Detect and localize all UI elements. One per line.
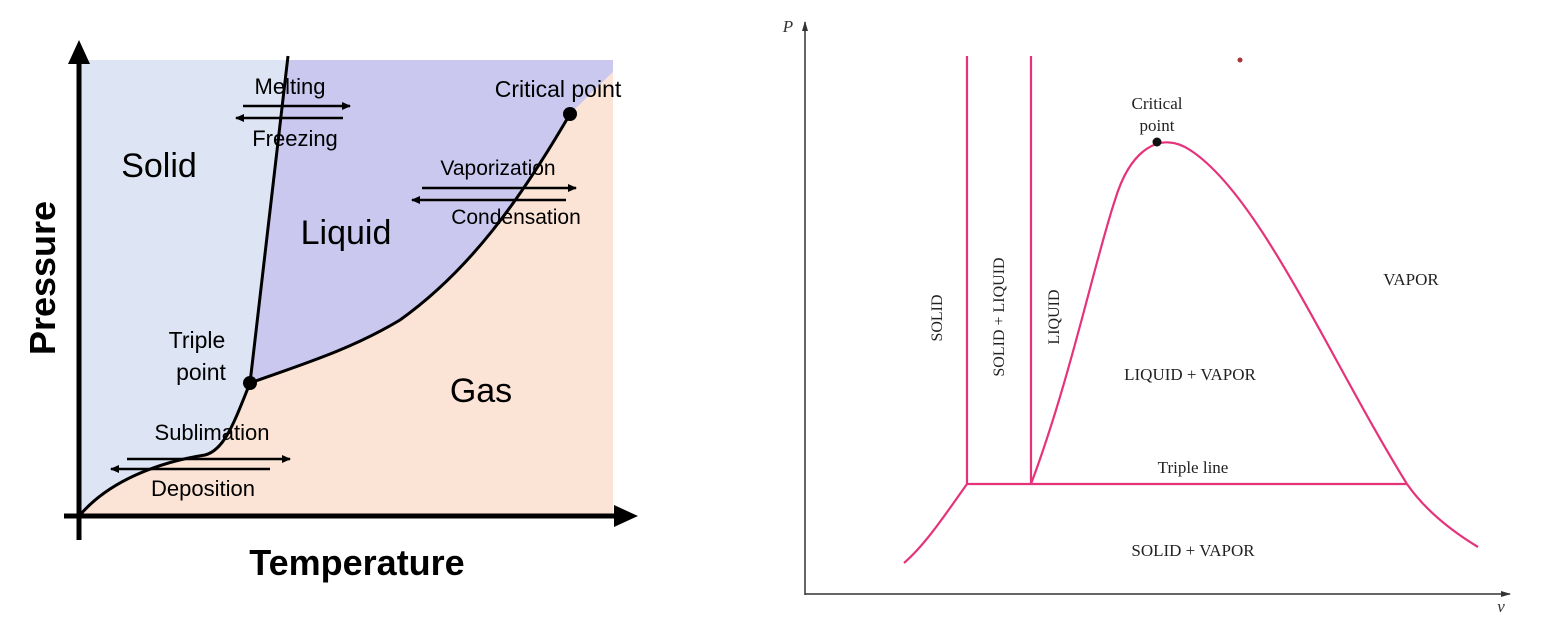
v-axis-label: v [1497, 597, 1505, 616]
region-liquid-label: Liquid [301, 214, 392, 252]
melting-curve [248, 55, 290, 384]
region-solid [80, 60, 287, 515]
triple-point-label-line2: point [176, 359, 226, 385]
pv-triple-line-label: Triple line [1158, 458, 1229, 477]
pressure-axis-arrowhead [68, 40, 90, 64]
triple-point-dot [243, 376, 257, 390]
pv-solid-vapor-label: SOLID + VAPOR [1131, 541, 1255, 560]
temperature-axis-arrowhead [614, 505, 638, 527]
region-solid-label: Solid [121, 147, 197, 185]
sublimation-label: Sublimation [155, 420, 270, 445]
critical-point-dot [563, 107, 577, 121]
critical-point-label: Critical point [495, 76, 622, 102]
pv-phase-diagram: P v Critical point SOLID SOLID + LIQUID … [782, 17, 1511, 616]
vapor-right-curve [1406, 483, 1479, 548]
pv-critical-label-line2: point [1140, 116, 1175, 135]
sublimation-curve [78, 382, 252, 516]
region-liquid [250, 60, 613, 383]
saturation-dome-curve [1029, 141, 1408, 485]
sublimation-left-curve [903, 483, 968, 564]
p-axis-label: P [782, 17, 793, 36]
vaporization-curve [249, 113, 572, 385]
pv-liquid-vapor-label: LIQUID + VAPOR [1124, 365, 1256, 384]
pv-vapor-label: VAPOR [1383, 270, 1439, 289]
region-gas-label: Gas [450, 372, 512, 410]
deposition-label: Deposition [151, 476, 255, 501]
temperature-axis-label: Temperature [249, 542, 464, 583]
condensation-label: Condensation [451, 206, 581, 229]
pv-solid-liquid-label: SOLID + LIQUID [991, 257, 1008, 376]
freezing-label: Freezing [252, 126, 338, 151]
pv-critical-label-line1: Critical [1132, 94, 1183, 113]
region-gas [80, 72, 613, 515]
pressure-axis-label: Pressure [22, 201, 63, 355]
stray-dot-mark [1237, 57, 1243, 63]
pv-solid-label: SOLID [929, 294, 946, 341]
pv-liquid-label: LIQUID [1046, 289, 1063, 344]
pt-phase-diagram: Pressure Temperature Solid Liquid Gas Cr… [22, 40, 638, 583]
melting-label: Melting [255, 74, 326, 99]
triple-point-label-line1: Triple [169, 327, 226, 353]
vaporization-label: Vaporization [440, 157, 555, 180]
pv-critical-point-dot [1152, 137, 1162, 147]
